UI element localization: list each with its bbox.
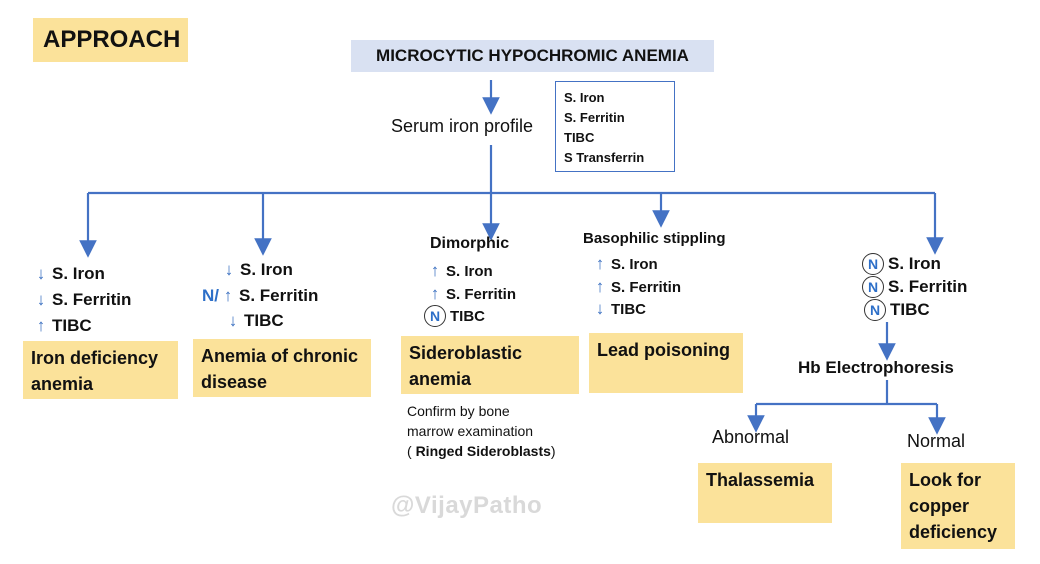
arrow-down-icon: ↓ [595, 299, 605, 318]
b1-row-2-label: S. Ferritin [52, 290, 132, 309]
b4-row-3: ↓ TIBC [593, 299, 646, 319]
b1-row-1-label: S. Iron [52, 264, 105, 283]
arrow-up-icon: ↑ [36, 316, 46, 335]
note-line: marrow examination [407, 423, 534, 439]
profile-test-item: S. Iron [564, 90, 605, 105]
b3-row-1: ↑ S. Iron [428, 261, 493, 281]
b2-row-1-label: S. Iron [240, 260, 293, 279]
note-open: ( [407, 443, 416, 459]
arrow-up-icon: ↑ [430, 284, 440, 303]
b3-row-1-label: S. Iron [446, 262, 493, 280]
diagnosis-copper-deficiency: Look for copper deficiency [901, 463, 1015, 549]
arrow-down-icon: ↓ [36, 290, 46, 309]
profile-test-item: S. Ferritin [564, 110, 625, 125]
diagnosis-line: deficiency [909, 522, 998, 542]
abnormal-label: Abnormal [712, 427, 790, 447]
b3-row-2: ↑ S. Ferritin [428, 284, 516, 304]
diagnosis-chronic-disease: Anemia of chronic disease [193, 339, 371, 397]
b1-row-2: ↓ S. Ferritin [34, 290, 132, 310]
b2-row-3: ↓ TIBC [226, 311, 284, 331]
b3-row-3-label: TIBC [450, 307, 485, 325]
b4-row-1: ↑ S. Iron [593, 254, 658, 274]
arrow-up-icon: ↑ [430, 261, 440, 280]
serum-iron-profile-label: Serum iron profile [391, 116, 534, 136]
b2-row-3-label: TIBC [244, 311, 284, 330]
watermark: @VijayPatho [391, 492, 543, 519]
diagnosis-line: anemia [31, 374, 94, 394]
profile-tests-box: S. Iron S. Ferritin TIBC S Transferrin [555, 81, 675, 172]
b5-row-1-label: S. Iron [888, 254, 941, 273]
approach-label: APPROACH [33, 18, 188, 62]
diagnosis-line: Anemia of chronic [201, 346, 359, 366]
diagnosis-line: Iron deficiency [31, 348, 159, 368]
note-line: ( Ringed Sideroblasts) [407, 441, 556, 461]
arrow-up-icon: ↑ [595, 254, 605, 273]
b5-row-2-label: S. Ferritin [888, 277, 968, 296]
note-close: ) [550, 443, 556, 459]
b1-row-1: ↓ S. Iron [34, 264, 105, 284]
b2-row-2: N/↑ S. Ferritin [202, 286, 318, 306]
basophilic-stippling-heading: Basophilic stippling [583, 230, 726, 247]
b1-row-3-label: TIBC [52, 316, 92, 335]
arrow-down-icon: ↓ [228, 311, 238, 330]
hb-electrophoresis-label: Hb Electrophoresis [798, 358, 954, 377]
normal-circle-icon: N [862, 276, 884, 298]
diagnosis-sideroblastic: Sideroblastic anemia [401, 336, 579, 394]
diagnosis-line: Look for [909, 470, 981, 490]
diagnosis-line: copper [909, 496, 970, 516]
b1-row-3: ↑ TIBC [34, 316, 92, 336]
diagnosis-line: Thalassemia [706, 470, 815, 490]
diagnosis-line: Sideroblastic [409, 343, 523, 363]
diagnosis-thalassemia: Thalassemia [698, 463, 832, 523]
b5-row-3-label: TIBC [890, 300, 930, 319]
ringed-sideroblasts: Ringed Sideroblasts [415, 443, 551, 459]
b2-row-2-label: S. Ferritin [239, 286, 319, 305]
normal-label: Normal [907, 431, 966, 451]
n-slash-label: N/ [202, 286, 219, 305]
normal-circle-icon: N [424, 305, 446, 327]
arrow-down-icon: ↓ [224, 260, 234, 279]
normal-circle-icon: N [862, 253, 884, 275]
arrow-down-icon: ↓ [36, 264, 46, 283]
page-title: MICROCYTIC HYPOCHROMIC ANEMIA [351, 40, 714, 72]
b4-row-3-label: TIBC [611, 300, 646, 318]
b3-row-2-label: S. Ferritin [446, 285, 517, 303]
arrow-up-icon: ↑ [595, 277, 605, 296]
b4-row-2: ↑ S. Ferritin [593, 277, 681, 297]
diagnosis-line: anemia [409, 369, 472, 389]
b4-row-1-label: S. Iron [611, 255, 658, 273]
diagnosis-line: disease [201, 372, 268, 392]
diagnosis-lead-poisoning: Lead poisoning [589, 333, 743, 393]
profile-test-item: S Transferrin [564, 150, 645, 165]
diagnosis-line: Lead poisoning [597, 340, 730, 360]
normal-circle-icon: N [864, 299, 886, 321]
b2-row-1: ↓ S. Iron [222, 260, 293, 280]
b4-row-2-label: S. Ferritin [611, 278, 682, 296]
arrow-up-icon: ↑ [223, 286, 233, 305]
dimorphic-heading: Dimorphic [430, 235, 510, 252]
profile-test-item: TIBC [564, 130, 595, 145]
note-line: Confirm by bone [407, 403, 510, 419]
diagnosis-iron-deficiency: Iron deficiency anemia [23, 341, 178, 399]
bone-marrow-note: Confirm by bone marrow examination ( Rin… [407, 401, 556, 461]
